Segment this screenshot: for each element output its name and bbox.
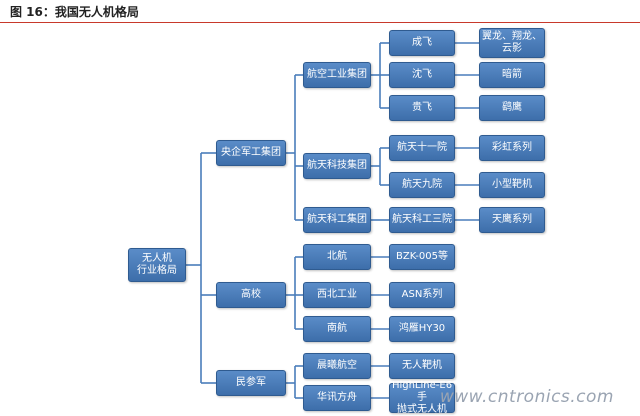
member-node: 成飞 — [389, 30, 455, 56]
group-node: 北航 — [303, 244, 371, 270]
product-node: 小型靶机 — [479, 172, 545, 198]
product-node: 天鹰系列 — [479, 207, 545, 233]
product-node: 翼龙、翔龙、 云影 — [479, 28, 545, 58]
product-node: 鹞鹰 — [479, 95, 545, 121]
product-node: 无人靶机 — [389, 353, 455, 379]
member-node: 航天十一院 — [389, 135, 455, 161]
watermark: www.cntronics.com — [439, 387, 614, 407]
group-node: 晨曦航空 — [303, 353, 371, 379]
member-node: 航天科工三院 — [389, 207, 455, 233]
product-node: 鸿雁HY30 — [389, 316, 455, 342]
product-node: BZK-005等 — [389, 244, 455, 270]
group-node: 西北工业 — [303, 282, 371, 308]
group-node: 航空工业集团 — [303, 62, 371, 88]
member-node: 航天九院 — [389, 172, 455, 198]
root-node: 无人机 行业格局 — [128, 248, 186, 282]
title-divider — [0, 22, 640, 23]
figure-title: 图 16：我国无人机格局 — [10, 5, 139, 19]
member-node: 贵飞 — [389, 95, 455, 121]
product-node: 彩虹系列 — [479, 135, 545, 161]
category-node: 民参军 — [216, 370, 286, 396]
group-node: 航天科技集团 — [303, 153, 371, 179]
group-node: 航天科工集团 — [303, 207, 371, 233]
category-node: 央企军工集团 — [216, 140, 286, 166]
product-node: 暗箭 — [479, 62, 545, 88]
group-node: 南航 — [303, 316, 371, 342]
category-node: 高校 — [216, 282, 286, 308]
group-node: 华讯方舟 — [303, 385, 371, 411]
member-node: 沈飞 — [389, 62, 455, 88]
product-node: ASN系列 — [389, 282, 455, 308]
